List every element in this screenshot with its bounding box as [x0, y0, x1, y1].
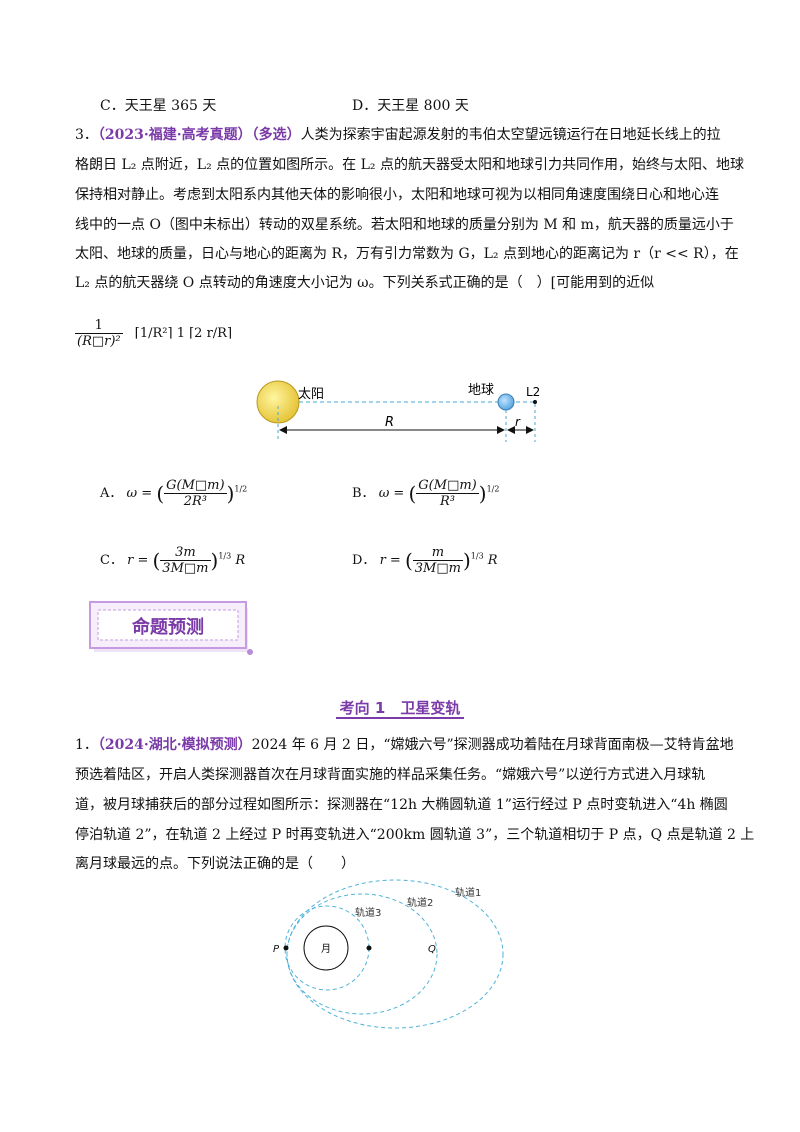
option-b[interactable]: B． ω = ( G(M□m) R³ )1/2: [352, 478, 500, 509]
prev-option-c: C．天王星 365 天: [100, 98, 217, 114]
earth-icon: [497, 393, 515, 411]
orbit-diagram: 轨道1 轨道2 轨道3 月 P Q: [273, 879, 504, 1029]
option-d-fraction: m 3M□m: [412, 545, 463, 576]
section-banner-text: 命题预测: [132, 616, 204, 638]
section-title-underline: [336, 717, 464, 719]
q1-line4: 停泊轨道 2”，在轨道 2 上经过 P 时再变轨进入“200km 圆轨道 3”，…: [75, 827, 755, 843]
q1-tag: （2024·湖北·模拟预测）: [97, 737, 252, 753]
orbit-3-label: 轨道3: [355, 906, 381, 919]
q1-line1: 1．（2024·湖北·模拟预测）2024 年 6 月 2 日，“嫦娥六号”探测器…: [75, 735, 734, 755]
sun-icon: [256, 380, 300, 424]
option-d[interactable]: D． r = ( m 3M□m )1/3 R: [352, 545, 498, 576]
section-banner: 命题预测: [89, 601, 253, 655]
r-label: r: [515, 415, 521, 429]
option-d-den: 3M□m: [412, 560, 463, 576]
q1-line2: 预选着陆区，开启人类探测器首次在月球背面实施的样品采集任务。“嫦娥六号”以逆行方…: [75, 767, 706, 783]
sun-earth-l2-diagram: 太阳 地球 L2 R r: [256, 380, 540, 442]
R-label: R: [385, 415, 394, 430]
earth-label: 地球: [468, 383, 494, 398]
option-a-den: 2R³: [164, 493, 227, 509]
option-a-exp: 1/2: [234, 484, 248, 494]
option-c-num: 3m: [175, 545, 196, 560]
orbit-2: [286, 893, 438, 1015]
q-label: Q: [428, 944, 436, 955]
orbit-1-label: 轨道1: [455, 886, 481, 899]
prev-option-d: D．天王星 800 天: [352, 98, 469, 114]
option-a-num: G(M□m): [166, 478, 225, 493]
moon-label: 月: [321, 943, 331, 955]
orbit-2-label: 轨道2: [407, 896, 433, 909]
option-b-label: B．: [352, 486, 375, 501]
sun-label: 太阳: [298, 387, 324, 402]
option-d-exp: 1/3: [470, 551, 484, 561]
option-d-num: m: [431, 545, 445, 560]
option-c-exp: 1/3: [218, 551, 232, 561]
option-b-num: G(M□m): [418, 478, 477, 493]
option-c-den: 3M□m: [160, 560, 211, 576]
point-q-marker: [366, 945, 372, 951]
q3-text1: 人类为探索宇宙起源发射的韦伯太空望远镜运行在日地延长线上的拉: [300, 127, 721, 143]
q3-line6: L₂ 点的航天器绕 O 点转动的角速度大小记为 ω。下列关系式正确的是（ ）[可…: [75, 275, 655, 291]
option-b-fraction: G(M□m) R³: [416, 478, 479, 509]
point-p: [283, 945, 289, 951]
l2-label: L2: [526, 385, 540, 399]
q1-number: 1．: [75, 737, 98, 753]
option-a[interactable]: A． ω = ( G(M□m) 2R³ )1/2: [100, 478, 248, 509]
l2-point: [533, 400, 537, 404]
moon-icon: [303, 925, 349, 971]
q1-line3: 道，被月球捕获后的部分过程如图所示：探测器在“12h 大椭圆轨道 1”运行经过 …: [75, 797, 728, 813]
q3-line4: 线中的一点 O（图中未标出）转动的双星系统。若太阳和地球的质量分别为 M 和 m…: [75, 217, 734, 233]
p-label: P: [273, 944, 280, 955]
q3-line3: 保持相对静止。考虑到太阳系内其他天体的影响很小，太阳和地球可视为以相同角速度围绕…: [75, 187, 719, 203]
approx-fraction: 1 (R□r)²: [75, 318, 123, 349]
option-c-fraction: 3m 3M□m: [160, 545, 211, 576]
option-a-fraction: G(M□m) 2R³: [164, 478, 227, 509]
q3-tag: （2023·福建·高考真题）（多选）: [97, 127, 301, 143]
approx-rest: ⌈1/R²⌉ 1 ⌈2 r/R⌉: [134, 326, 233, 341]
q3-line1: 3．（2023·福建·高考真题）（多选）人类为探索宇宙起源发射的韦伯太空望远镜运…: [75, 125, 721, 145]
q1-line5: 离月球最远的点。下列说法正确的是（ ）: [75, 856, 355, 872]
approx-den: (R□r)²: [75, 333, 123, 349]
q3-line2: 格朗日 L₂ 点附近，L₂ 点的位置如图所示。在 L₂ 点的航天器受太阳和地球引…: [75, 157, 744, 173]
q3-line5: 太阳、地球的质量，日心与地心的距离为 R，万有引力常数为 G，L₂ 点到地心的距…: [75, 246, 739, 262]
option-b-den: R³: [416, 493, 479, 509]
option-c-label: C．: [100, 553, 123, 568]
approx-num: 1: [94, 318, 103, 333]
section-title: 考向 1 卫星变轨: [339, 699, 461, 717]
option-d-label: D．: [352, 553, 376, 568]
q1-text1: 2024 年 6 月 2 日，“嫦娥六号”探测器成功着陆在月球背面南极—艾特肯盆…: [251, 737, 734, 753]
option-c[interactable]: C． r = ( 3m 3M□m )1/3 R: [100, 545, 246, 576]
q3-number: 3．: [75, 127, 98, 143]
option-a-label: A．: [100, 486, 123, 501]
option-b-exp: 1/2: [486, 484, 500, 494]
approx-formula: 1 (R□r)² ⌈1/R²⌉ 1 ⌈2 r/R⌉: [75, 318, 232, 349]
